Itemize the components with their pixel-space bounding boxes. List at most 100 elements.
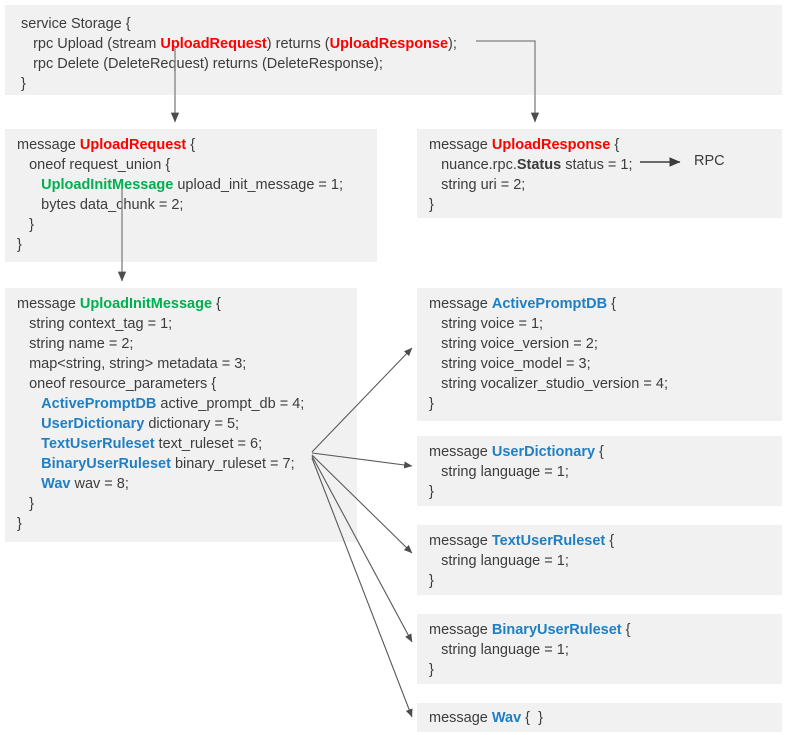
code-token: nuance.rpc. (429, 157, 517, 173)
code-line: } (429, 482, 782, 502)
code-token: binary_ruleset = 7; (170, 456, 295, 472)
code-line: } (429, 571, 782, 591)
code-token: { (607, 296, 616, 312)
code-token: UserDictionary (41, 416, 145, 432)
code-line: bytes data_chunk = 2; (17, 195, 377, 215)
code-text-user-ruleset: message TextUserRuleset { string languag… (417, 525, 782, 591)
code-token: message (429, 137, 492, 153)
code-line: string vocalizer_studio_version = 4; (429, 374, 782, 394)
code-line: string context_tag = 1; (17, 314, 357, 334)
code-token: dictionary = 5; (144, 416, 240, 432)
code-line: message UserDictionary { (429, 442, 782, 462)
code-token: } (17, 496, 34, 512)
code-token: { (621, 622, 631, 638)
code-token: { (186, 137, 196, 153)
code-token: } (429, 396, 434, 412)
code-token (17, 177, 41, 193)
code-token: wav = 8; (70, 476, 129, 492)
code-token: } (429, 662, 434, 678)
code-line: } (17, 215, 377, 235)
code-token: UploadRequest (79, 137, 187, 153)
code-line: } (429, 660, 782, 680)
box-upload-request: message UploadRequest { oneof request_un… (5, 129, 377, 262)
code-token: upload_init_message = 1; (173, 177, 344, 193)
code-token (17, 416, 41, 432)
code-token: string uri = 2; (429, 177, 526, 193)
code-token: string voice_model = 3; (429, 356, 591, 372)
code-token: status = 1; (561, 157, 633, 173)
code-wav: message Wav { } (417, 703, 782, 728)
code-line: map<string, string> metadata = 3; (17, 354, 357, 374)
code-token: UploadResponse (329, 36, 449, 52)
code-token: UploadInitMessage (79, 296, 213, 312)
code-token: { (610, 137, 620, 153)
code-line: message UploadRequest { (17, 135, 377, 155)
code-token: active_prompt_db = 4; (156, 396, 305, 412)
code-token: BinaryUserRuleset (491, 622, 622, 638)
code-line: string voice_version = 2; (429, 334, 782, 354)
code-line: string voice = 1; (429, 314, 782, 334)
code-line: BinaryUserRuleset binary_ruleset = 7; (17, 454, 357, 474)
code-token: TextUserRuleset (491, 533, 606, 549)
code-token: string voice_version = 2; (429, 336, 598, 352)
code-token: message (17, 137, 80, 153)
code-line: service Storage { (21, 14, 782, 34)
code-token: { (595, 444, 604, 460)
code-token: } (17, 516, 22, 532)
code-line: message UploadInitMessage { (17, 294, 357, 314)
box-text-user-ruleset: message TextUserRuleset { string languag… (417, 525, 782, 595)
code-line: string language = 1; (429, 640, 782, 660)
code-token: message (429, 710, 492, 726)
code-token: string name = 2; (17, 336, 134, 352)
code-token: } (429, 484, 434, 500)
code-token: text_ruleset = 6; (154, 436, 263, 452)
code-token: oneof resource_parameters { (17, 376, 217, 392)
code-line: UserDictionary dictionary = 5; (17, 414, 357, 434)
code-token: UploadResponse (491, 137, 611, 153)
code-token: message (429, 296, 492, 312)
code-token: { (212, 296, 221, 312)
code-token: ActivePromptDB (41, 396, 157, 412)
code-token: } (429, 573, 434, 589)
code-token: string language = 1; (429, 553, 569, 569)
box-wav: message Wav { } (417, 703, 782, 732)
code-line: string language = 1; (429, 462, 782, 482)
code-token: ActivePromptDB (491, 296, 608, 312)
code-line: rpc Upload (stream UploadRequest) return… (21, 34, 782, 54)
box-active-prompt-db: message ActivePromptDB { string voice = … (417, 288, 782, 421)
code-token: rpc Delete (DeleteRequest) returns (Dele… (21, 56, 383, 72)
code-token: BinaryUserRuleset (41, 456, 171, 472)
code-token: message (17, 296, 80, 312)
code-line: TextUserRuleset text_ruleset = 6; (17, 434, 357, 454)
code-line: string uri = 2; (429, 175, 782, 195)
code-token: map<string, string> metadata = 3; (17, 356, 247, 372)
box-binary-user-ruleset: message BinaryUserRuleset { string langu… (417, 614, 782, 684)
code-token: ) returns ( (266, 36, 330, 52)
code-token (17, 396, 41, 412)
code-line: string name = 2; (17, 334, 357, 354)
code-token: Status (516, 157, 562, 173)
code-token: ); (448, 36, 457, 52)
code-token: oneof request_union { (17, 157, 171, 173)
code-token: message (429, 533, 492, 549)
box-upload-init-message: message UploadInitMessage { string conte… (5, 288, 357, 542)
code-line: message TextUserRuleset { (429, 531, 782, 551)
code-token: Wav (491, 710, 522, 726)
code-token: string context_tag = 1; (17, 316, 173, 332)
code-line: UploadInitMessage upload_init_message = … (17, 175, 377, 195)
code-token: string language = 1; (429, 464, 569, 480)
code-line: } (17, 514, 357, 534)
code-token: Wav (41, 476, 71, 492)
code-token: UserDictionary (491, 444, 596, 460)
code-token: message (429, 444, 492, 460)
code-token: { } (521, 710, 543, 726)
code-user-dictionary: message UserDictionary { string language… (417, 436, 782, 502)
box-service-storage: service Storage { rpc Upload (stream Upl… (5, 5, 782, 95)
rpc-label: RPC (694, 153, 725, 169)
box-user-dictionary: message UserDictionary { string language… (417, 436, 782, 506)
code-upload-init-message: message UploadInitMessage { string conte… (5, 288, 357, 534)
code-line: nuance.rpc.Status status = 1; (429, 155, 782, 175)
code-line: string language = 1; (429, 551, 782, 571)
code-token: } (17, 217, 34, 233)
